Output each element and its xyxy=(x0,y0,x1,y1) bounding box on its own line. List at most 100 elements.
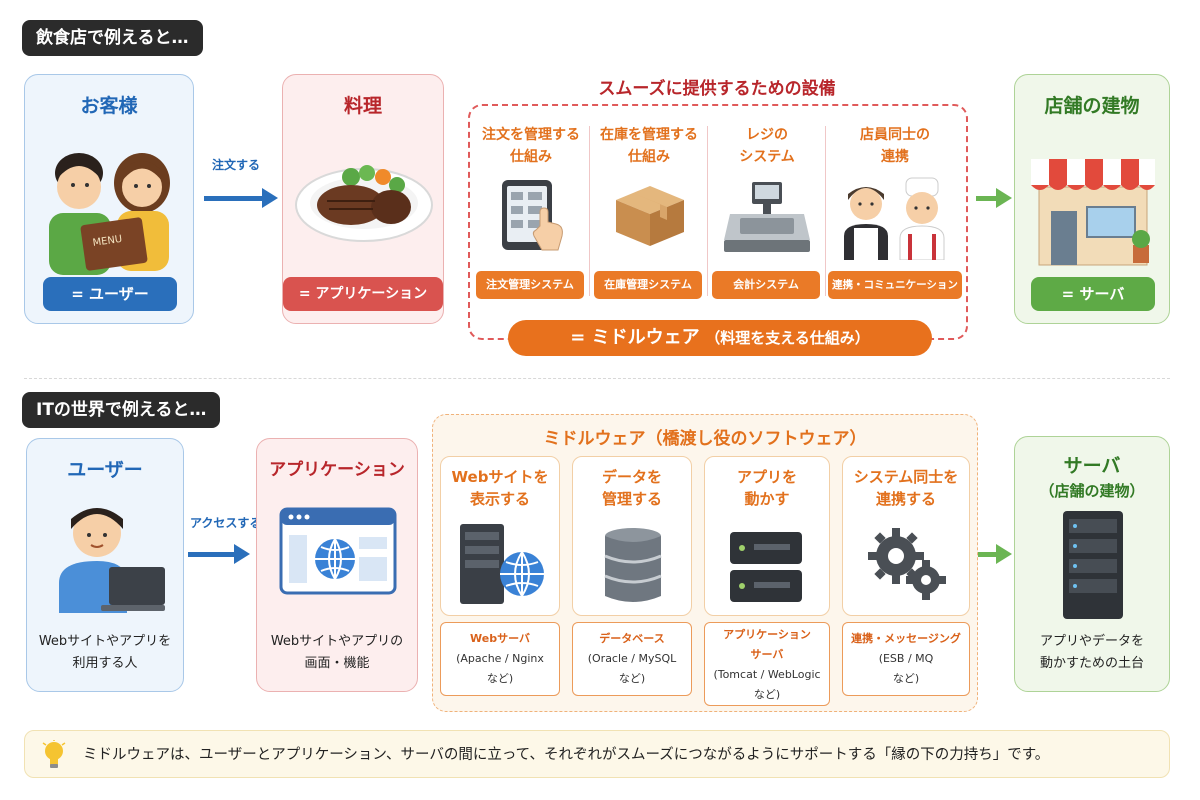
mw-title-db: データを 管理する xyxy=(572,466,692,510)
mw-title-web: Webサイトを 表示する xyxy=(440,466,560,510)
server-title: サーバ xyxy=(1063,455,1121,477)
mw-box-app: アプリケーション サーバ (Tomcat / WebLogic など) xyxy=(704,622,830,706)
facility-item-title: レジの xyxy=(746,127,788,143)
mw-title-line: システム同士を xyxy=(853,468,959,486)
facility-tag: 連携・コミュニケーション xyxy=(828,271,962,299)
menu-text: MENU xyxy=(92,234,123,249)
divider xyxy=(707,126,708,296)
mw-box-line: (ESB / MQ xyxy=(878,652,934,665)
gears-icon xyxy=(868,528,946,600)
user-description: Webサイトやアプリを 利用する人 xyxy=(27,631,183,675)
divider xyxy=(589,126,590,296)
access-label: アクセスする xyxy=(190,516,262,530)
app-desc-line: Webサイトやアプリの xyxy=(270,634,404,649)
customer-title: お客様 xyxy=(80,95,138,117)
dish-icon xyxy=(295,165,433,242)
mw-title-integration: システム同士を 連携する xyxy=(842,466,970,510)
server-arrow-line-bottom xyxy=(978,552,998,557)
mw-box-integration: 連携・メッセージング (ESB / MQ など) xyxy=(842,622,970,696)
footer-note: ミドルウェアは、ユーザーとアプリケーション、サーバの間に立って、それぞれがスムー… xyxy=(83,747,1050,763)
bottom-section-label: ITの世界で例えると… xyxy=(22,392,221,428)
mw-box-line: データベース xyxy=(599,632,665,645)
mw-card-integration xyxy=(842,456,970,616)
server-subtitle: （店舗の建物） xyxy=(1039,482,1145,500)
facility-item-title: 仕組み xyxy=(510,149,552,165)
user-desc-line: 利用する人 xyxy=(72,656,138,671)
building-card: 店舗の建物 = サーバ xyxy=(1014,74,1170,324)
mw-title-line: アプリを xyxy=(736,468,797,486)
app-card: アプリケーション Webサイトやアプリの 画面・機能 xyxy=(256,438,418,692)
mw-box-db: データベース (Oracle / MySQL など) xyxy=(572,622,692,696)
facility-item-title: 在庫を管理する xyxy=(600,127,698,143)
access-arrow-head-icon xyxy=(234,544,250,564)
mw-box-line: Webサーバ xyxy=(470,632,530,645)
section-divider xyxy=(24,378,1170,379)
app-server-icon xyxy=(730,532,802,602)
facility-title: スムーズに提供するための設備 xyxy=(598,79,836,99)
mw-box-line: など) xyxy=(486,672,514,685)
mw-title-line: Webサイトを xyxy=(451,468,549,486)
mw-box-line: アプリケーション xyxy=(723,628,811,641)
mw-title-line: 連携する xyxy=(875,490,936,508)
mw-title-app: アプリを 動かす xyxy=(704,466,830,510)
mw-title-line: データを xyxy=(601,468,662,486)
footer-note-box: ミドルウェアは、ユーザーとアプリケーション、サーバの間に立って、それぞれがスムー… xyxy=(24,730,1170,778)
dish-card: 料理 = アプリケーション xyxy=(282,74,444,324)
mw-box-line: 連携・メッセージング xyxy=(851,632,961,645)
mw-box-line: サーバ xyxy=(750,648,784,661)
facility-item-title: システム xyxy=(739,149,795,165)
facility-item-staff: 店員同士の 連携 xyxy=(830,124,960,168)
mw-box-web: Webサーバ (Apache / Nginx など) xyxy=(440,622,560,696)
facility-item-order: 注文を管理する 仕組み xyxy=(476,124,586,168)
server-desc-line: 動かすための土台 xyxy=(1039,656,1144,671)
mw-title-line: 表示する xyxy=(469,490,530,508)
user-card: ユーザー Webサイトやアプリを 利用する人 xyxy=(26,438,184,692)
order-arrow-line xyxy=(204,196,264,201)
facility-tag: 注文管理システム xyxy=(476,271,584,299)
building-title: 店舗の建物 xyxy=(1044,95,1140,117)
middleware-banner: = ミドルウェア （料理を支える仕組み） xyxy=(508,320,932,356)
mw-title-line: 動かす xyxy=(744,490,790,508)
facility-item-title: 注文を管理する xyxy=(482,127,580,143)
building-server-pill: = サーバ xyxy=(1031,277,1155,311)
facility-item-title: 仕組み xyxy=(628,149,670,165)
access-arrow-line xyxy=(188,552,236,557)
mw-box-line: (Apache / Nginx xyxy=(456,652,544,665)
user-desc-line: Webサイトやアプリを xyxy=(38,634,172,649)
order-arrow-head-icon xyxy=(262,188,278,208)
facility-item-register: レジの システム xyxy=(712,124,822,168)
server-rack-icon xyxy=(1063,511,1123,619)
app-title: アプリケーション xyxy=(269,460,405,480)
mw-box-line: など) xyxy=(892,672,920,685)
middleware-banner-sub: （料理を支える仕組み） xyxy=(705,329,870,347)
customers-illustration: MENU xyxy=(49,153,170,275)
mw-box-line: など) xyxy=(753,688,781,701)
server-arrow-head-bottom-icon xyxy=(996,544,1012,564)
box-icon xyxy=(616,186,684,246)
server-desc-line: アプリやデータを xyxy=(1039,634,1144,649)
browser-icon xyxy=(279,507,397,595)
user-title: ユーザー xyxy=(67,459,143,481)
top-section-label: 飲食店で例えると… xyxy=(22,20,203,56)
facility-item-title: 店員同士の xyxy=(860,127,930,143)
server-description: アプリやデータを 動かすための土台 xyxy=(1015,631,1169,675)
lightbulb-icon xyxy=(42,740,66,768)
register-icon xyxy=(724,182,810,252)
mw-title-line: 管理する xyxy=(601,490,662,508)
server-arrow-line xyxy=(976,196,998,201)
middleware-title: ミドルウェア（橋渡し役のソフトウェア） xyxy=(543,429,867,449)
facility-tag: 会計システム xyxy=(712,271,820,299)
tablet-icon xyxy=(502,180,563,251)
dish-app-pill: = アプリケーション xyxy=(283,277,443,311)
divider xyxy=(825,126,826,296)
middleware-banner-label: = ミドルウェア xyxy=(570,327,700,348)
customer-user-pill: = ユーザー xyxy=(43,277,177,311)
mw-box-line: (Tomcat / WebLogic xyxy=(713,668,821,681)
facility-item-title: 連携 xyxy=(881,149,909,165)
staff-icon xyxy=(844,177,945,260)
customer-card: お客様 MENU = ユーザー xyxy=(24,74,194,324)
app-desc-line: 画面・機能 xyxy=(304,656,370,671)
app-description: Webサイトやアプリの 画面・機能 xyxy=(257,631,417,675)
facility-tag: 在庫管理システム xyxy=(594,271,702,299)
user-laptop-icon xyxy=(59,508,165,613)
